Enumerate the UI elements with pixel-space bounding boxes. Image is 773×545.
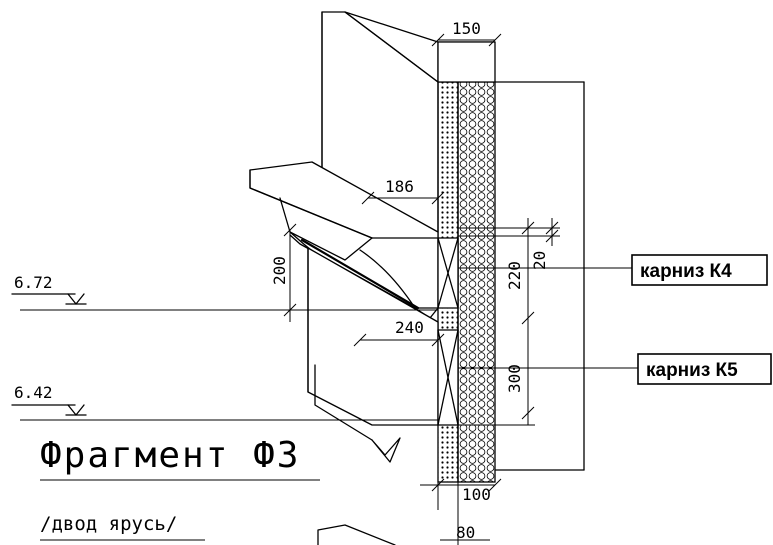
level-value-6-42: 6.42: [14, 383, 53, 402]
title-block: Фрагмент Ф3 /двод ярусь/: [40, 435, 320, 541]
dim-width-240: 240: [395, 318, 424, 337]
dim-bottom-width: 100: [462, 485, 491, 504]
dim-height-220: 220: [505, 261, 524, 290]
lower-block-fragment: [317, 524, 396, 545]
callout-k4: карниз К4: [631, 254, 768, 286]
dim-cornice-projection: 186: [385, 177, 414, 196]
level-value-6-72: 6.72: [14, 273, 53, 292]
level-marker-2: 6.42: [11, 383, 87, 416]
dim-bottom-offset: 80: [456, 523, 475, 542]
level-marker-1: 6.72: [11, 273, 87, 305]
callout-k5-label: карниз К5: [646, 360, 738, 381]
dim-height-200: 200: [270, 256, 289, 285]
callout-leaders: [458, 267, 638, 369]
dimension-lines: [20, 33, 560, 545]
dim-height-20: 20: [530, 251, 549, 270]
insulation-layer: [437, 41, 585, 483]
callout-k5: карниз К5: [637, 353, 772, 385]
drawing-subtitle: /двод ярусь/: [40, 513, 177, 535]
dim-top-width: 150: [452, 19, 481, 38]
callout-k4-label: карниз К4: [640, 261, 732, 282]
cornice-k5: [307, 247, 459, 463]
dimension-labels: 150 186 200 220 20 240 300 100 80: [270, 19, 549, 542]
dim-height-300: 300: [505, 364, 524, 393]
drawing-title: Фрагмент Ф3: [40, 435, 300, 476]
